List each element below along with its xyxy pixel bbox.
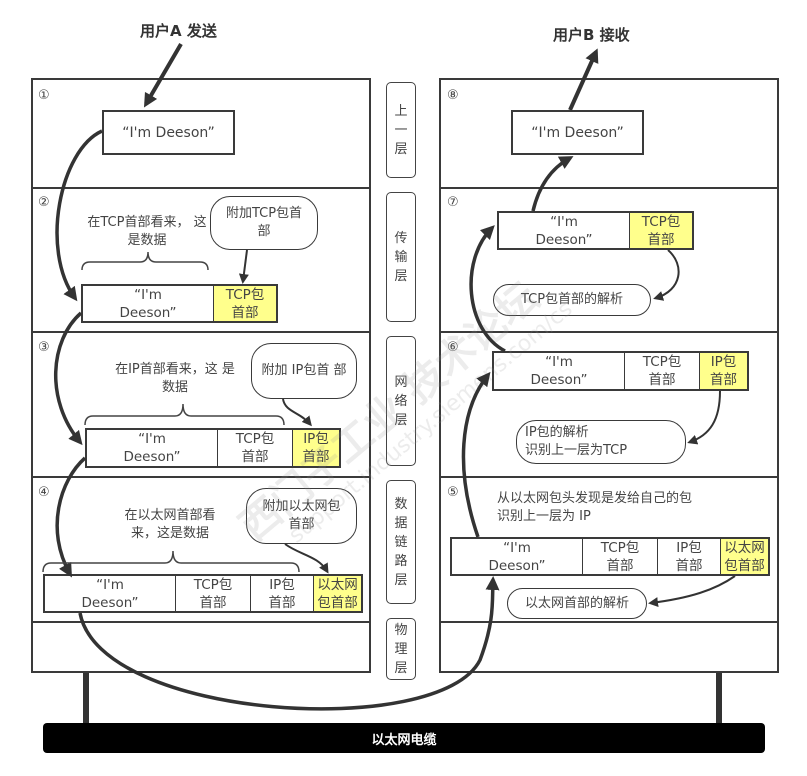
payload-cell: “I'm Deeson” [488,539,546,574]
layer-label-text: 传输层 [394,230,408,284]
layer-label-upper: 上一层 [386,82,416,178]
layer-label-network: 网络层 [386,336,416,466]
tcp-header-cell: TCP包 首部 [175,576,250,611]
ethernet-frame: “I'm Deeson” TCP包 首部 IP包 首部 以太网 包首部 [450,537,770,576]
step-number: ④ [38,485,50,500]
step-number: ⑥ [447,340,459,355]
data-note: 在TCP首部看来， 这是数据 [87,215,207,248]
ethernet-header-cell: 以太网 包首部 [313,576,361,611]
ethernet-cable: 以太网电缆 [43,723,765,753]
payload-cell: “I'm Deeson” [123,431,181,465]
tcp-header-cell: TCP包 首部 [624,353,699,389]
step-number: ⑦ [447,195,459,210]
divider [33,621,369,623]
ethernet-header-cell: 以太网 包首部 [720,539,768,574]
tcp-segment: “I'm Deeson” TCP包 首部 [81,284,278,323]
divider [441,476,777,478]
tcp-header-cell: TCP包 首部 [217,430,292,466]
payload-cell: “I'm Deeson” [119,286,177,321]
payload-cell: “I'm Deeson” [81,576,139,611]
divider [33,187,369,189]
ip-header-cell: IP包 首部 [699,353,747,389]
ip-packet: “I'm Deeson” TCP包 首部 IP包 首部 [85,428,341,468]
step-number: ⑧ [447,88,459,103]
ip-header-cell: IP包 首部 [250,576,313,611]
layer-label-physical: 物理层 [386,618,416,680]
receiver-message-box: “I'm Deeson” [511,110,644,155]
receiver-cable-post [716,673,722,725]
ethernet-frame: “I'm Deeson” TCP包 首部 IP包 首部 以太网 包首部 [43,574,363,613]
divider [441,621,777,623]
tcp-header-parse-bubble: TCP包首部的解析 [493,284,651,316]
divider [441,187,777,189]
tcp-header-cell: TCP包 首部 [213,286,276,321]
add-ethernet-header-bubble: 附加以太网包 首部 [246,488,357,544]
sender-title: 用户A 发送 [140,22,217,40]
ethernet-header-parse-bubble: 以太网首部的解析 [507,588,647,619]
sender-message-box: “I'm Deeson” [102,110,235,155]
divider [33,331,369,333]
step-number: ① [38,88,50,103]
tcp-segment: “I'm Deeson” TCP包 首部 [497,211,694,250]
receiver-title: 用户B 接收 [553,26,630,44]
layer-label-text: 上一层 [394,103,408,157]
ip-header-parse-bubble: IP包的解析 识别上一层为TCP [516,420,686,464]
ip-packet: “I'm Deeson” TCP包 首部 IP包 首部 [492,351,749,391]
data-note: 在IP首部看来，这 是数据 [115,362,235,395]
step-number: ③ [38,340,50,355]
step-number: ② [38,195,50,210]
layer-label-text: 物理层 [394,622,408,676]
add-ip-header-bubble: 附加 IP包首 部 [251,343,357,399]
add-tcp-header-bubble: 附加TCP包首 部 [210,196,318,250]
data-note: 在以太网首部看 来，这是数据 [124,508,216,541]
payload-cell: “I'm Deeson” [530,354,588,388]
layer-label-text: 网络层 [394,374,408,428]
layer-label-text: 数据链路层 [394,496,408,588]
payload-cell: “I'm Deeson” [535,213,593,248]
tcp-header-cell: TCP包 首部 [629,213,692,248]
tcp-header-cell: TCP包 首部 [582,539,657,574]
layer-label-datalink: 数据链路层 [386,480,416,604]
ethernet-detect-note: 从以太网包头发现是发给自己的包 识别上一层为 IP [497,491,693,524]
divider [33,476,369,478]
divider [441,331,777,333]
sender-cable-post [83,673,89,725]
ip-header-cell: IP包 首部 [657,539,720,574]
step-number: ⑤ [447,485,459,500]
layer-label-transport: 传输层 [386,192,416,322]
ip-header-cell: IP包 首部 [292,430,339,466]
